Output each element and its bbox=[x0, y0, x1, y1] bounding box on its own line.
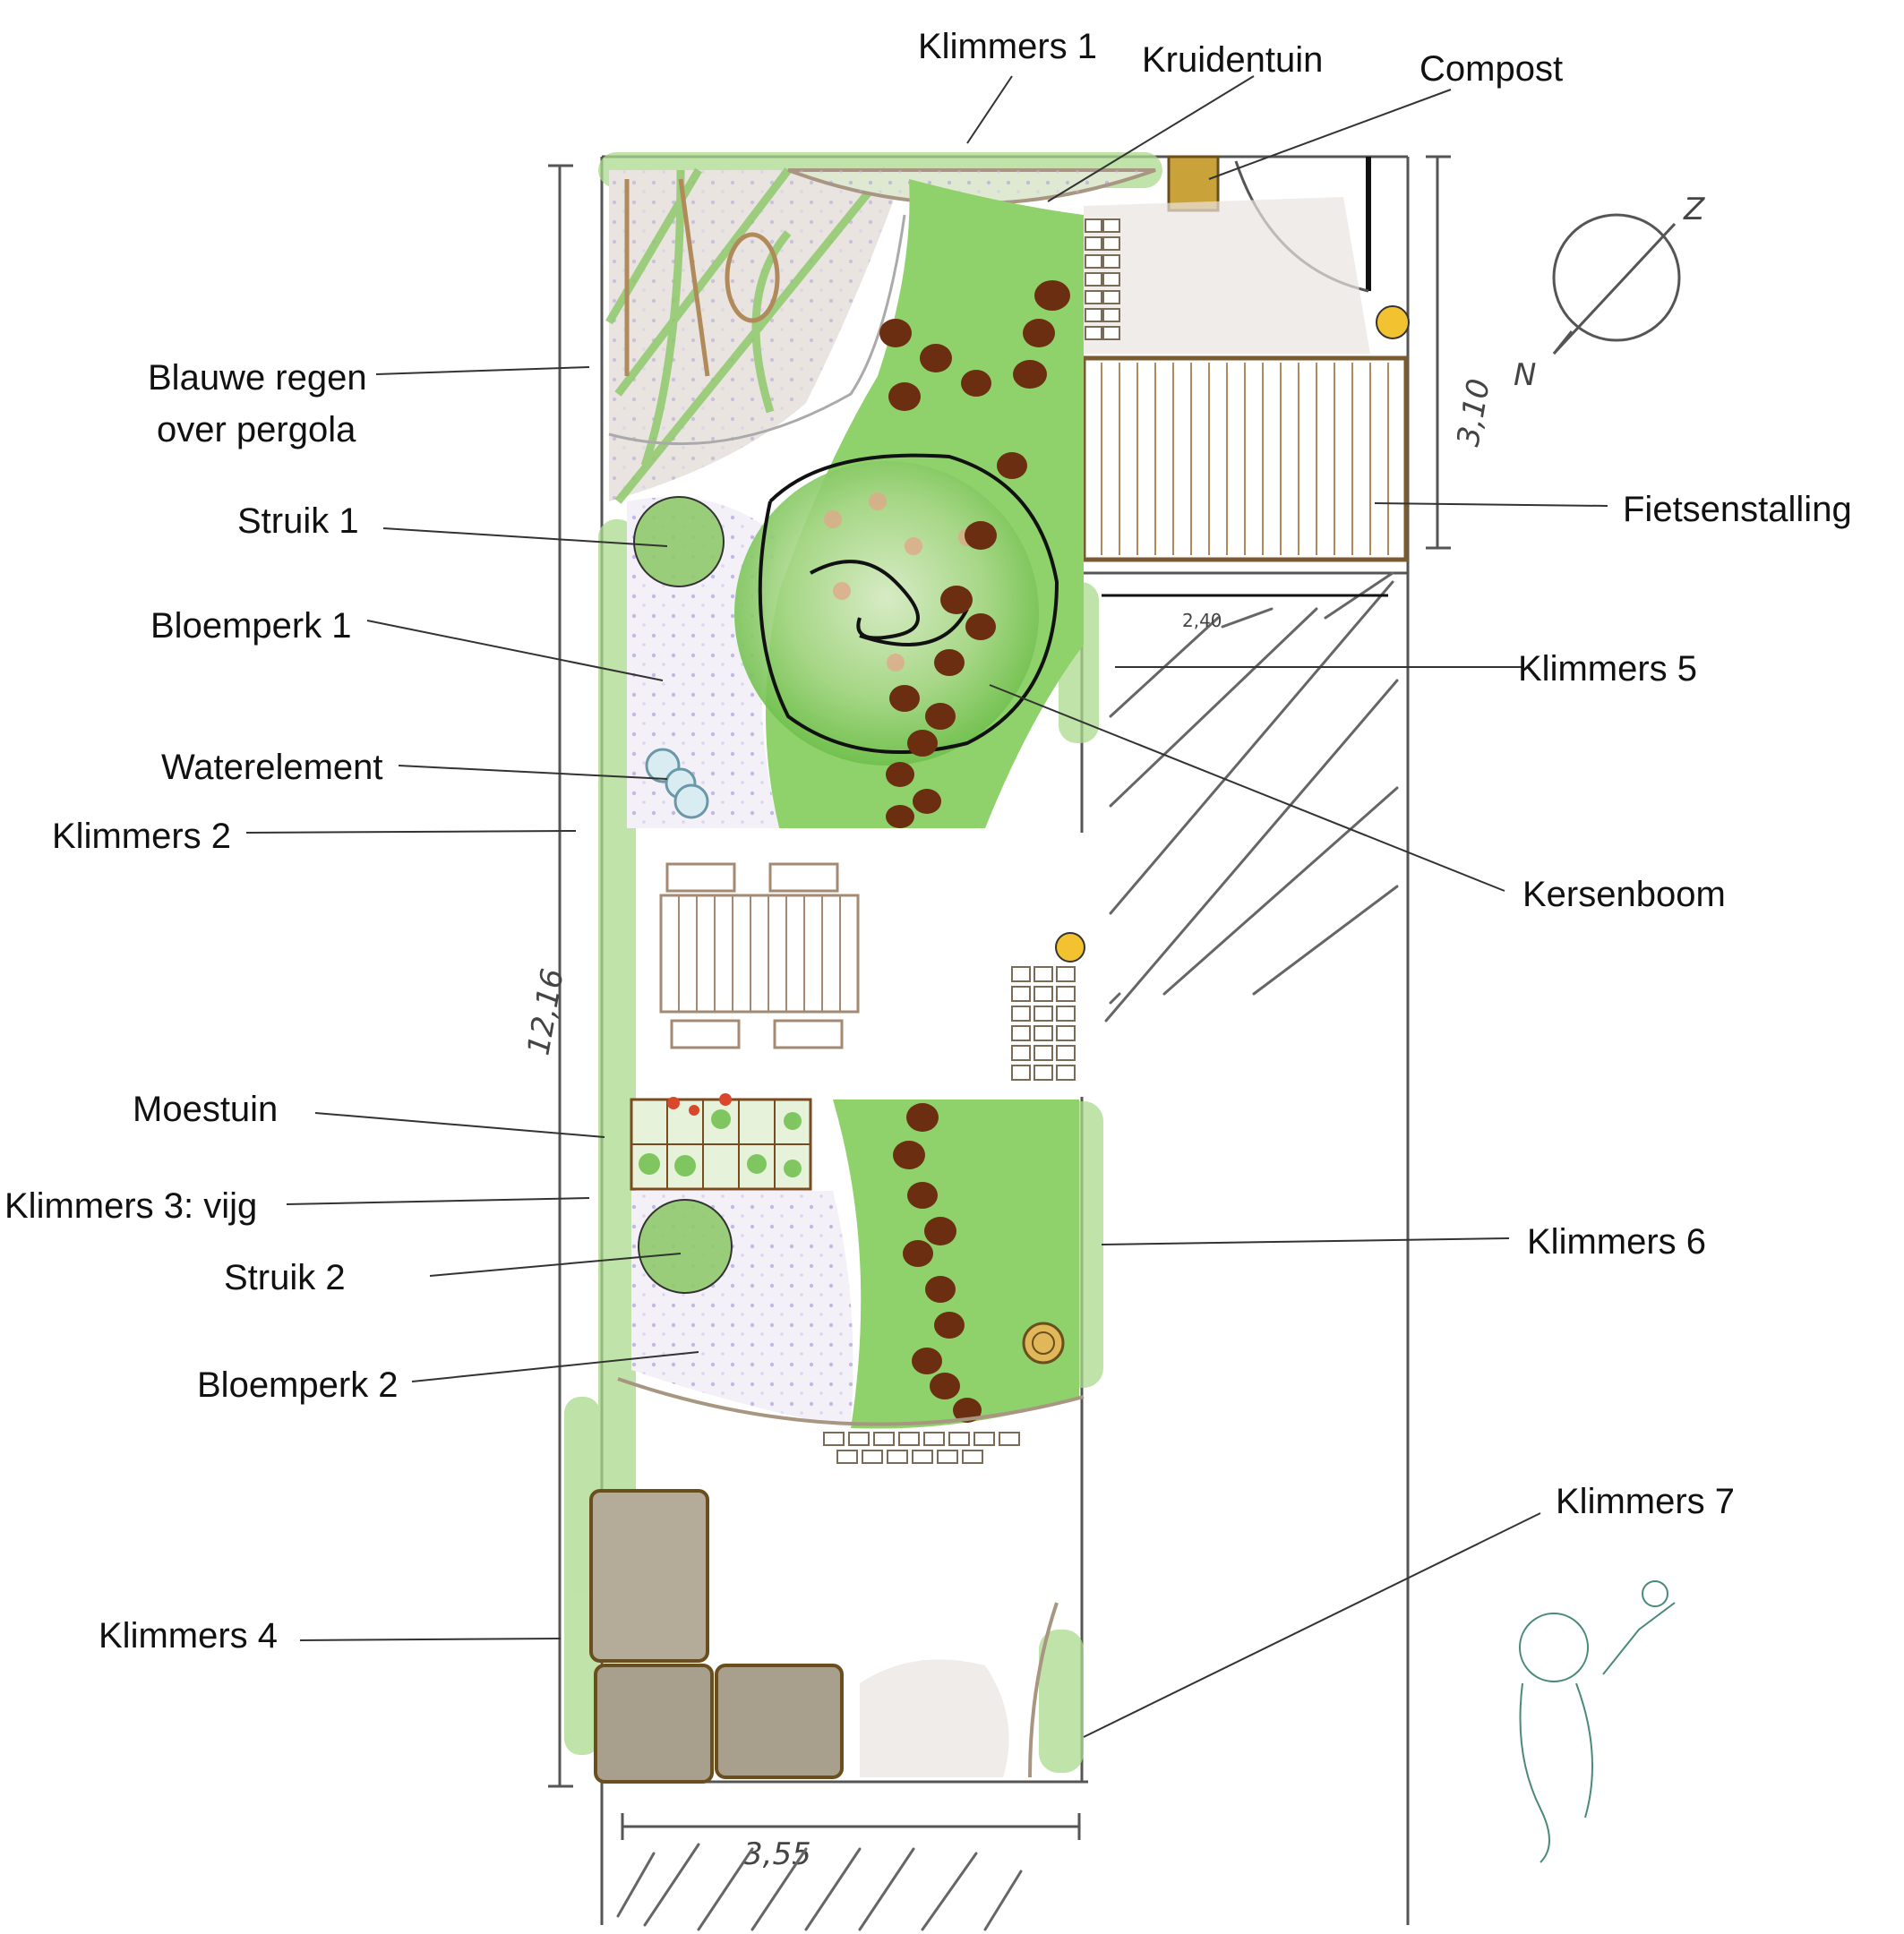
label-klimmers-4: Klimmers 4 bbox=[99, 1616, 278, 1656]
chair bbox=[773, 1019, 844, 1049]
bike-shed bbox=[1081, 305, 1410, 562]
label-klimmers-2: Klimmers 2 bbox=[52, 817, 231, 856]
compass-north-label: N bbox=[1514, 357, 1536, 393]
gate-paving bbox=[1084, 197, 1370, 354]
shrub-2 bbox=[638, 1199, 733, 1294]
chair bbox=[670, 1019, 741, 1049]
label-fietsenstalling: Fietsenstalling bbox=[1623, 490, 1852, 529]
dimension-width: 3,55 bbox=[621, 1813, 1081, 1872]
label-bloemperk-2: Bloemperk 2 bbox=[197, 1365, 399, 1405]
lounge-sofa bbox=[589, 1489, 844, 1784]
label-klimmers-5: Klimmers 5 bbox=[1518, 649, 1697, 689]
label-blauwe-regen-2: over pergola bbox=[157, 410, 356, 449]
wall-light-icon bbox=[1376, 305, 1410, 339]
side-path-hatching bbox=[1104, 571, 1399, 1023]
lounge-paving bbox=[860, 1659, 1009, 1777]
terrace bbox=[636, 833, 1085, 1097]
label-klimmers-6: Klimmers 6 bbox=[1527, 1222, 1706, 1262]
label-klimmers-1: Klimmers 1 bbox=[918, 27, 1097, 66]
stepping-stones-lower bbox=[893, 1103, 982, 1423]
label-struik-2: Struik 2 bbox=[224, 1258, 346, 1297]
compost-bin bbox=[1167, 155, 1220, 212]
compass-marker-icon bbox=[1022, 1322, 1065, 1365]
side-dimension-label: 2,40 bbox=[1182, 610, 1222, 631]
label-klimmers-7: Klimmers 7 bbox=[1556, 1482, 1735, 1521]
width-dimension-label: 3,55 bbox=[743, 1836, 811, 1872]
chair bbox=[665, 862, 736, 893]
compass-rose: Z N bbox=[1514, 192, 1705, 393]
pergola-with-wisteria bbox=[605, 167, 906, 504]
label-compost: Compost bbox=[1419, 49, 1563, 89]
label-struik-1: Struik 1 bbox=[237, 501, 359, 541]
water-element bbox=[645, 748, 709, 819]
stone-edging-lower bbox=[823, 1432, 1020, 1464]
label-bloemperk-1: Bloemperk 1 bbox=[150, 606, 352, 646]
label-blauwe-regen-1: Blauwe regen bbox=[148, 358, 367, 398]
label-klimmers-3: Klimmers 3: vijg bbox=[4, 1186, 257, 1226]
gardener-signature-icon bbox=[1519, 1580, 1676, 1863]
shrub-1 bbox=[633, 496, 725, 587]
label-moestuin: Moestuin bbox=[133, 1090, 278, 1129]
cherry-tree bbox=[734, 453, 1059, 766]
dimension-shed: 3,10 bbox=[1426, 155, 1497, 550]
stepping-stones-upper bbox=[879, 280, 1070, 828]
lower-border bbox=[617, 1377, 1085, 1426]
label-waterelement: Waterelement bbox=[161, 748, 383, 787]
dining-table bbox=[659, 894, 860, 1014]
vegetable-garden bbox=[630, 1093, 812, 1191]
label-kruidentuin: Kruidentuin bbox=[1142, 40, 1323, 80]
stone-edging-shed bbox=[1085, 218, 1120, 340]
shed-dimension-label: 3,10 bbox=[1450, 376, 1497, 449]
label-kersenboom: Kersenboom bbox=[1522, 875, 1726, 914]
dimension-side: 2,40 bbox=[1102, 594, 1388, 631]
length-dimension-label: 12,16 bbox=[520, 966, 570, 1058]
leader-lines bbox=[245, 75, 1608, 1738]
stone-edging-terrace bbox=[1011, 966, 1076, 1081]
herb-garden bbox=[787, 168, 1156, 206]
wall-light-icon bbox=[1055, 932, 1085, 963]
chair bbox=[768, 862, 839, 893]
front-hatching bbox=[616, 1843, 1023, 1931]
lower-lawn bbox=[833, 1100, 1079, 1429]
compass-south-label: Z bbox=[1683, 192, 1705, 227]
